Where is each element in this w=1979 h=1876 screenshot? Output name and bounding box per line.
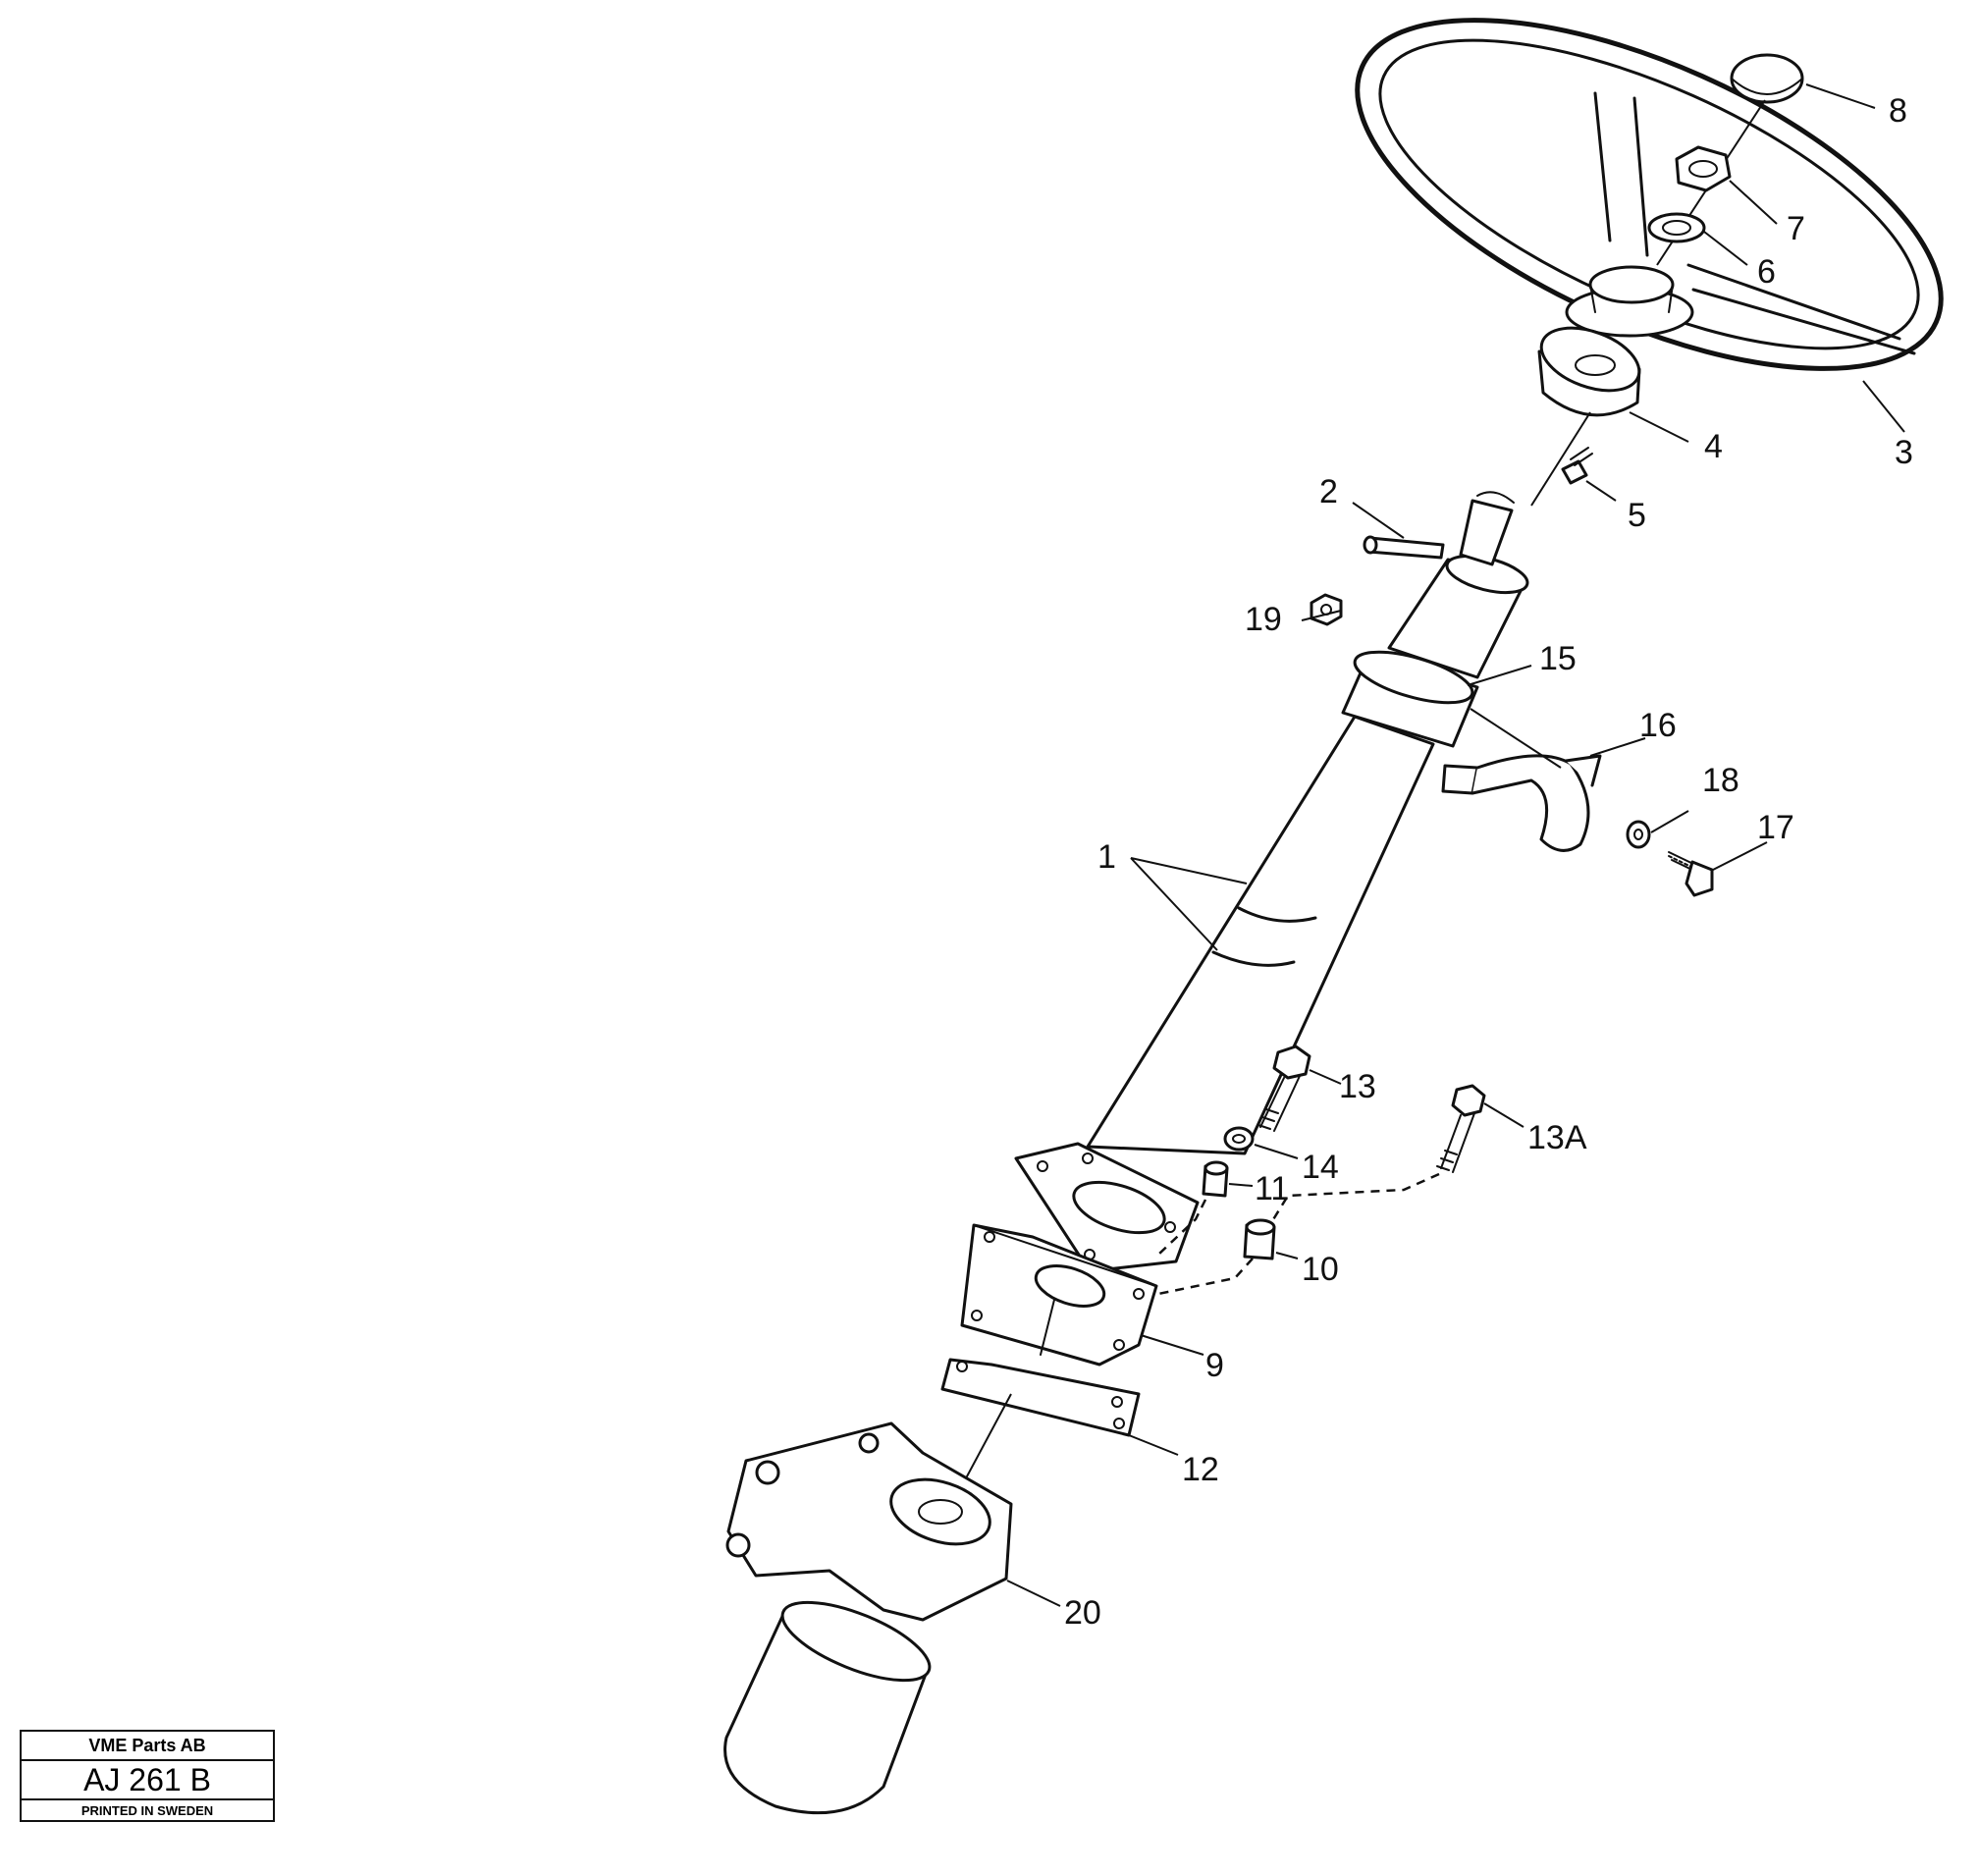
callout-3: 3: [1895, 434, 1913, 471]
callout-2: 2: [1319, 473, 1338, 510]
spring-washer: [1223, 1126, 1255, 1152]
callout-8: 8: [1889, 92, 1907, 130]
callout-19: 19: [1245, 601, 1282, 638]
steering-column: [1014, 491, 1529, 1273]
callout-18: 18: [1702, 762, 1739, 799]
pin: [1363, 535, 1445, 560]
gasket: [940, 1358, 1141, 1437]
callout-4: 4: [1704, 428, 1723, 465]
callout-11: 11: [1255, 1170, 1289, 1207]
spacer-11: [1202, 1160, 1229, 1198]
callout-14: 14: [1302, 1149, 1339, 1186]
bolt-13a-path: [1270, 1172, 1440, 1222]
adapter-block: [960, 1223, 1158, 1367]
callout-16: 16: [1639, 707, 1677, 744]
hub-adapter: [1537, 326, 1641, 417]
steering-valve-unit: [723, 1421, 1013, 1815]
callout-10: 10: [1302, 1251, 1339, 1288]
center-cap: [1730, 53, 1804, 104]
spacer-10-path: [1157, 1258, 1254, 1296]
mounting-bracket: [1441, 754, 1602, 852]
drawing-number: AJ 261 B: [22, 1761, 273, 1800]
lock-nut: [1310, 593, 1343, 626]
set-screw: [1561, 447, 1593, 485]
company-name: VME Parts AB: [22, 1732, 273, 1761]
callout-labels: 8 7 6 3 4 5 2 19 15 16 18 17 1 13 13A 14…: [1064, 92, 1913, 1632]
washer: [1647, 212, 1706, 243]
callout-17: 17: [1757, 809, 1794, 846]
callout-20: 20: [1064, 1594, 1101, 1632]
callout-13: 13: [1339, 1068, 1376, 1105]
callout-15: 15: [1539, 640, 1577, 677]
spacer-10: [1243, 1218, 1276, 1260]
callout-13a: 13A: [1527, 1119, 1587, 1156]
callout-9: 9: [1205, 1347, 1224, 1384]
bolt-13a: [1436, 1084, 1486, 1173]
callout-6: 6: [1757, 253, 1776, 291]
callout-7: 7: [1787, 210, 1805, 247]
spacer-11-path: [1157, 1199, 1207, 1256]
callout-1: 1: [1097, 838, 1116, 876]
title-block: VME Parts AB AJ 261 B PRINTED IN SWEDEN: [20, 1730, 275, 1822]
callout-5: 5: [1628, 497, 1646, 534]
leader-lines: [1006, 83, 1905, 1607]
steering-wheel: [1355, 18, 1944, 371]
bolt-washer: [1626, 820, 1651, 849]
mounting-bolt: [1668, 851, 1714, 897]
steering-nut: [1675, 145, 1732, 192]
bolt-13: [1257, 1045, 1311, 1132]
print-footer: PRINTED IN SWEDEN: [80, 1803, 214, 1818]
callout-12: 12: [1182, 1451, 1219, 1488]
shaft-axis-line: [1530, 411, 1591, 507]
